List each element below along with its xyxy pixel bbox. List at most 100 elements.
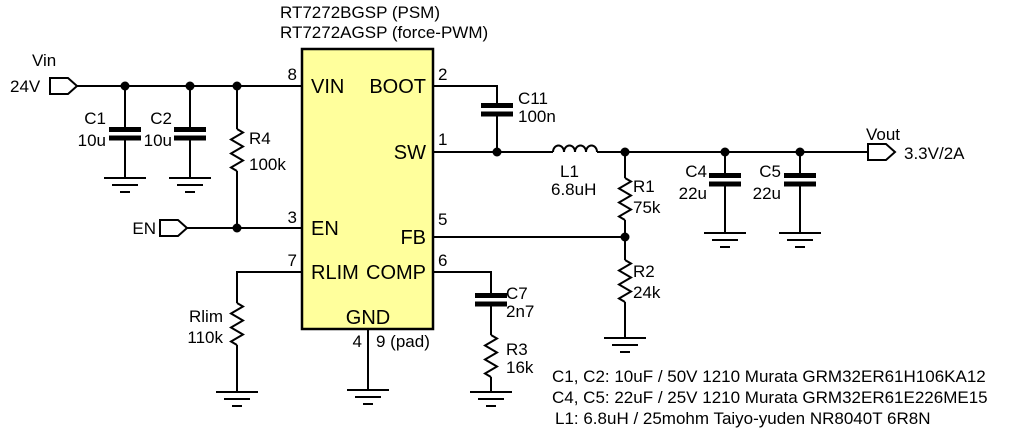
resistor-rlim: Rlim 110k bbox=[187, 302, 244, 347]
capacitor-c7: C7 2n7 bbox=[475, 284, 534, 321]
rlim-value: 110k bbox=[187, 328, 223, 347]
resistor-symbol bbox=[618, 259, 632, 303]
resistor-r2: R2 24k bbox=[618, 259, 661, 303]
ground-symbol-c4 bbox=[703, 232, 747, 248]
inductor-symbol bbox=[552, 144, 598, 153]
capacitor-symbol bbox=[109, 130, 141, 139]
resistor-symbol bbox=[230, 302, 244, 346]
vin-port-value: 24V bbox=[10, 77, 41, 96]
port-vout: Vout 3.3V/2A bbox=[866, 125, 965, 163]
capacitor-c1: C1 10u bbox=[78, 109, 141, 150]
c2-value: 10u bbox=[144, 131, 172, 150]
junction-dot bbox=[120, 81, 130, 91]
junction-dot bbox=[232, 223, 242, 233]
ic-pin-label-vin: VIN bbox=[311, 76, 344, 98]
note-line-3: L1: 6.8uH / 25mohm Taiyo-yuden NR8040T 6… bbox=[555, 409, 930, 428]
wire-comp-c7-r3 bbox=[433, 271, 492, 392]
wire-boot-c11 bbox=[433, 85, 498, 152]
bom-notes: C1, C2: 10uF / 50V 1210 Murata GRM32ER61… bbox=[552, 367, 988, 428]
ic-rt7272: VIN BOOT SW EN FB RLIM COMP GND bbox=[300, 47, 435, 331]
junction-dot bbox=[185, 81, 195, 91]
junction-dots bbox=[120, 81, 805, 242]
pin-number-8: 8 bbox=[288, 65, 297, 84]
r1-value: 75k bbox=[633, 198, 661, 217]
r3-value: 16k bbox=[506, 358, 534, 377]
ic-pin-label-en: EN bbox=[311, 218, 339, 240]
c1-ref: C1 bbox=[84, 109, 106, 128]
pin-number-9-pad: 9 (pad) bbox=[376, 332, 430, 351]
capacitor-symbol bbox=[174, 130, 206, 139]
port-vin: Vin 24V bbox=[10, 51, 78, 96]
c1-value: 10u bbox=[78, 131, 106, 150]
ground-symbol-r3 bbox=[469, 391, 513, 407]
en-port-label: EN bbox=[132, 219, 156, 238]
pin-number-1: 1 bbox=[438, 130, 447, 149]
capacitor-symbol bbox=[475, 296, 507, 305]
c11-ref: C11 bbox=[518, 89, 548, 108]
junction-dot bbox=[492, 147, 502, 157]
vout-port-tag bbox=[867, 143, 896, 161]
port-en: EN bbox=[132, 219, 188, 238]
vin-port-tag bbox=[49, 77, 78, 95]
pin-numbers: 8 2 1 3 5 7 6 4 9 (pad) bbox=[288, 65, 448, 351]
r3-ref: R3 bbox=[506, 340, 528, 359]
rlim-ref: Rlim bbox=[189, 307, 223, 326]
vout-port-value: 3.3V/2A bbox=[904, 144, 965, 163]
c5-ref: C5 bbox=[759, 162, 781, 181]
capacitor-c4: C4 22u bbox=[679, 162, 741, 203]
c7-ref: C7 bbox=[506, 284, 528, 303]
note-line-1: C1, C2: 10uF / 50V 1210 Murata GRM32ER61… bbox=[552, 367, 986, 386]
capacitor-symbol bbox=[784, 176, 816, 185]
pin-number-5: 5 bbox=[438, 210, 447, 229]
r2-value: 24k bbox=[633, 283, 661, 302]
ic-pin-label-rlim: RLIM bbox=[311, 262, 359, 284]
r2-ref: R2 bbox=[633, 262, 655, 281]
resistor-symbol bbox=[484, 334, 498, 378]
ground-symbol-c2 bbox=[168, 177, 212, 193]
c5-value: 22u bbox=[753, 184, 781, 203]
pin-number-6: 6 bbox=[438, 251, 447, 270]
c4-value: 22u bbox=[679, 184, 707, 203]
junction-dot bbox=[795, 147, 805, 157]
ground-symbol-ic bbox=[346, 389, 390, 405]
pin-number-4: 4 bbox=[353, 332, 362, 351]
l1-value: 6.8uH bbox=[551, 180, 596, 199]
note-line-2: C4, C5: 22uF / 25V 1210 Murata GRM32ER61… bbox=[552, 388, 988, 407]
ic-pin-label-sw: SW bbox=[394, 142, 426, 164]
junction-dot bbox=[720, 147, 730, 157]
inductor-l1: L1 6.8uH bbox=[551, 144, 598, 199]
c11-value: 100n bbox=[518, 107, 556, 126]
junction-dot bbox=[620, 147, 630, 157]
resistor-symbol bbox=[230, 128, 244, 172]
pin-number-3: 3 bbox=[288, 208, 297, 227]
junction-dot bbox=[232, 81, 242, 91]
c7-value: 2n7 bbox=[506, 302, 534, 321]
pin-number-2: 2 bbox=[438, 65, 447, 84]
title-line1: RT7272BGSP (PSM) bbox=[280, 3, 440, 22]
ic-pin-label-fb: FB bbox=[400, 227, 426, 249]
resistor-r4: R4 100k bbox=[230, 128, 286, 174]
ic-pin-label-boot: BOOT bbox=[369, 76, 426, 98]
pin-number-7: 7 bbox=[288, 251, 297, 270]
ic-pin-label-comp: COMP bbox=[366, 262, 426, 284]
capacitor-symbol bbox=[709, 176, 741, 185]
capacitor-symbol bbox=[481, 106, 513, 115]
resistor-r3: R3 16k bbox=[484, 334, 534, 378]
capacitor-c11: C11 100n bbox=[481, 89, 556, 126]
vout-port-label: Vout bbox=[866, 125, 900, 144]
ground-symbol-c5 bbox=[778, 232, 822, 248]
junction-dot bbox=[620, 232, 630, 242]
c4-ref: C4 bbox=[685, 162, 707, 181]
r1-ref: R1 bbox=[633, 177, 655, 196]
vin-port-label: Vin bbox=[32, 51, 56, 70]
capacitor-c2: C2 10u bbox=[144, 109, 206, 150]
capacitor-c5: C5 22u bbox=[753, 162, 816, 203]
c2-ref: C2 bbox=[150, 109, 172, 128]
wire-rlim bbox=[236, 271, 302, 392]
ic-pin-label-gnd: GND bbox=[346, 307, 390, 329]
en-port-tag bbox=[159, 219, 188, 237]
l1-ref: L1 bbox=[560, 162, 579, 181]
ground-symbol-rlim bbox=[215, 391, 259, 407]
